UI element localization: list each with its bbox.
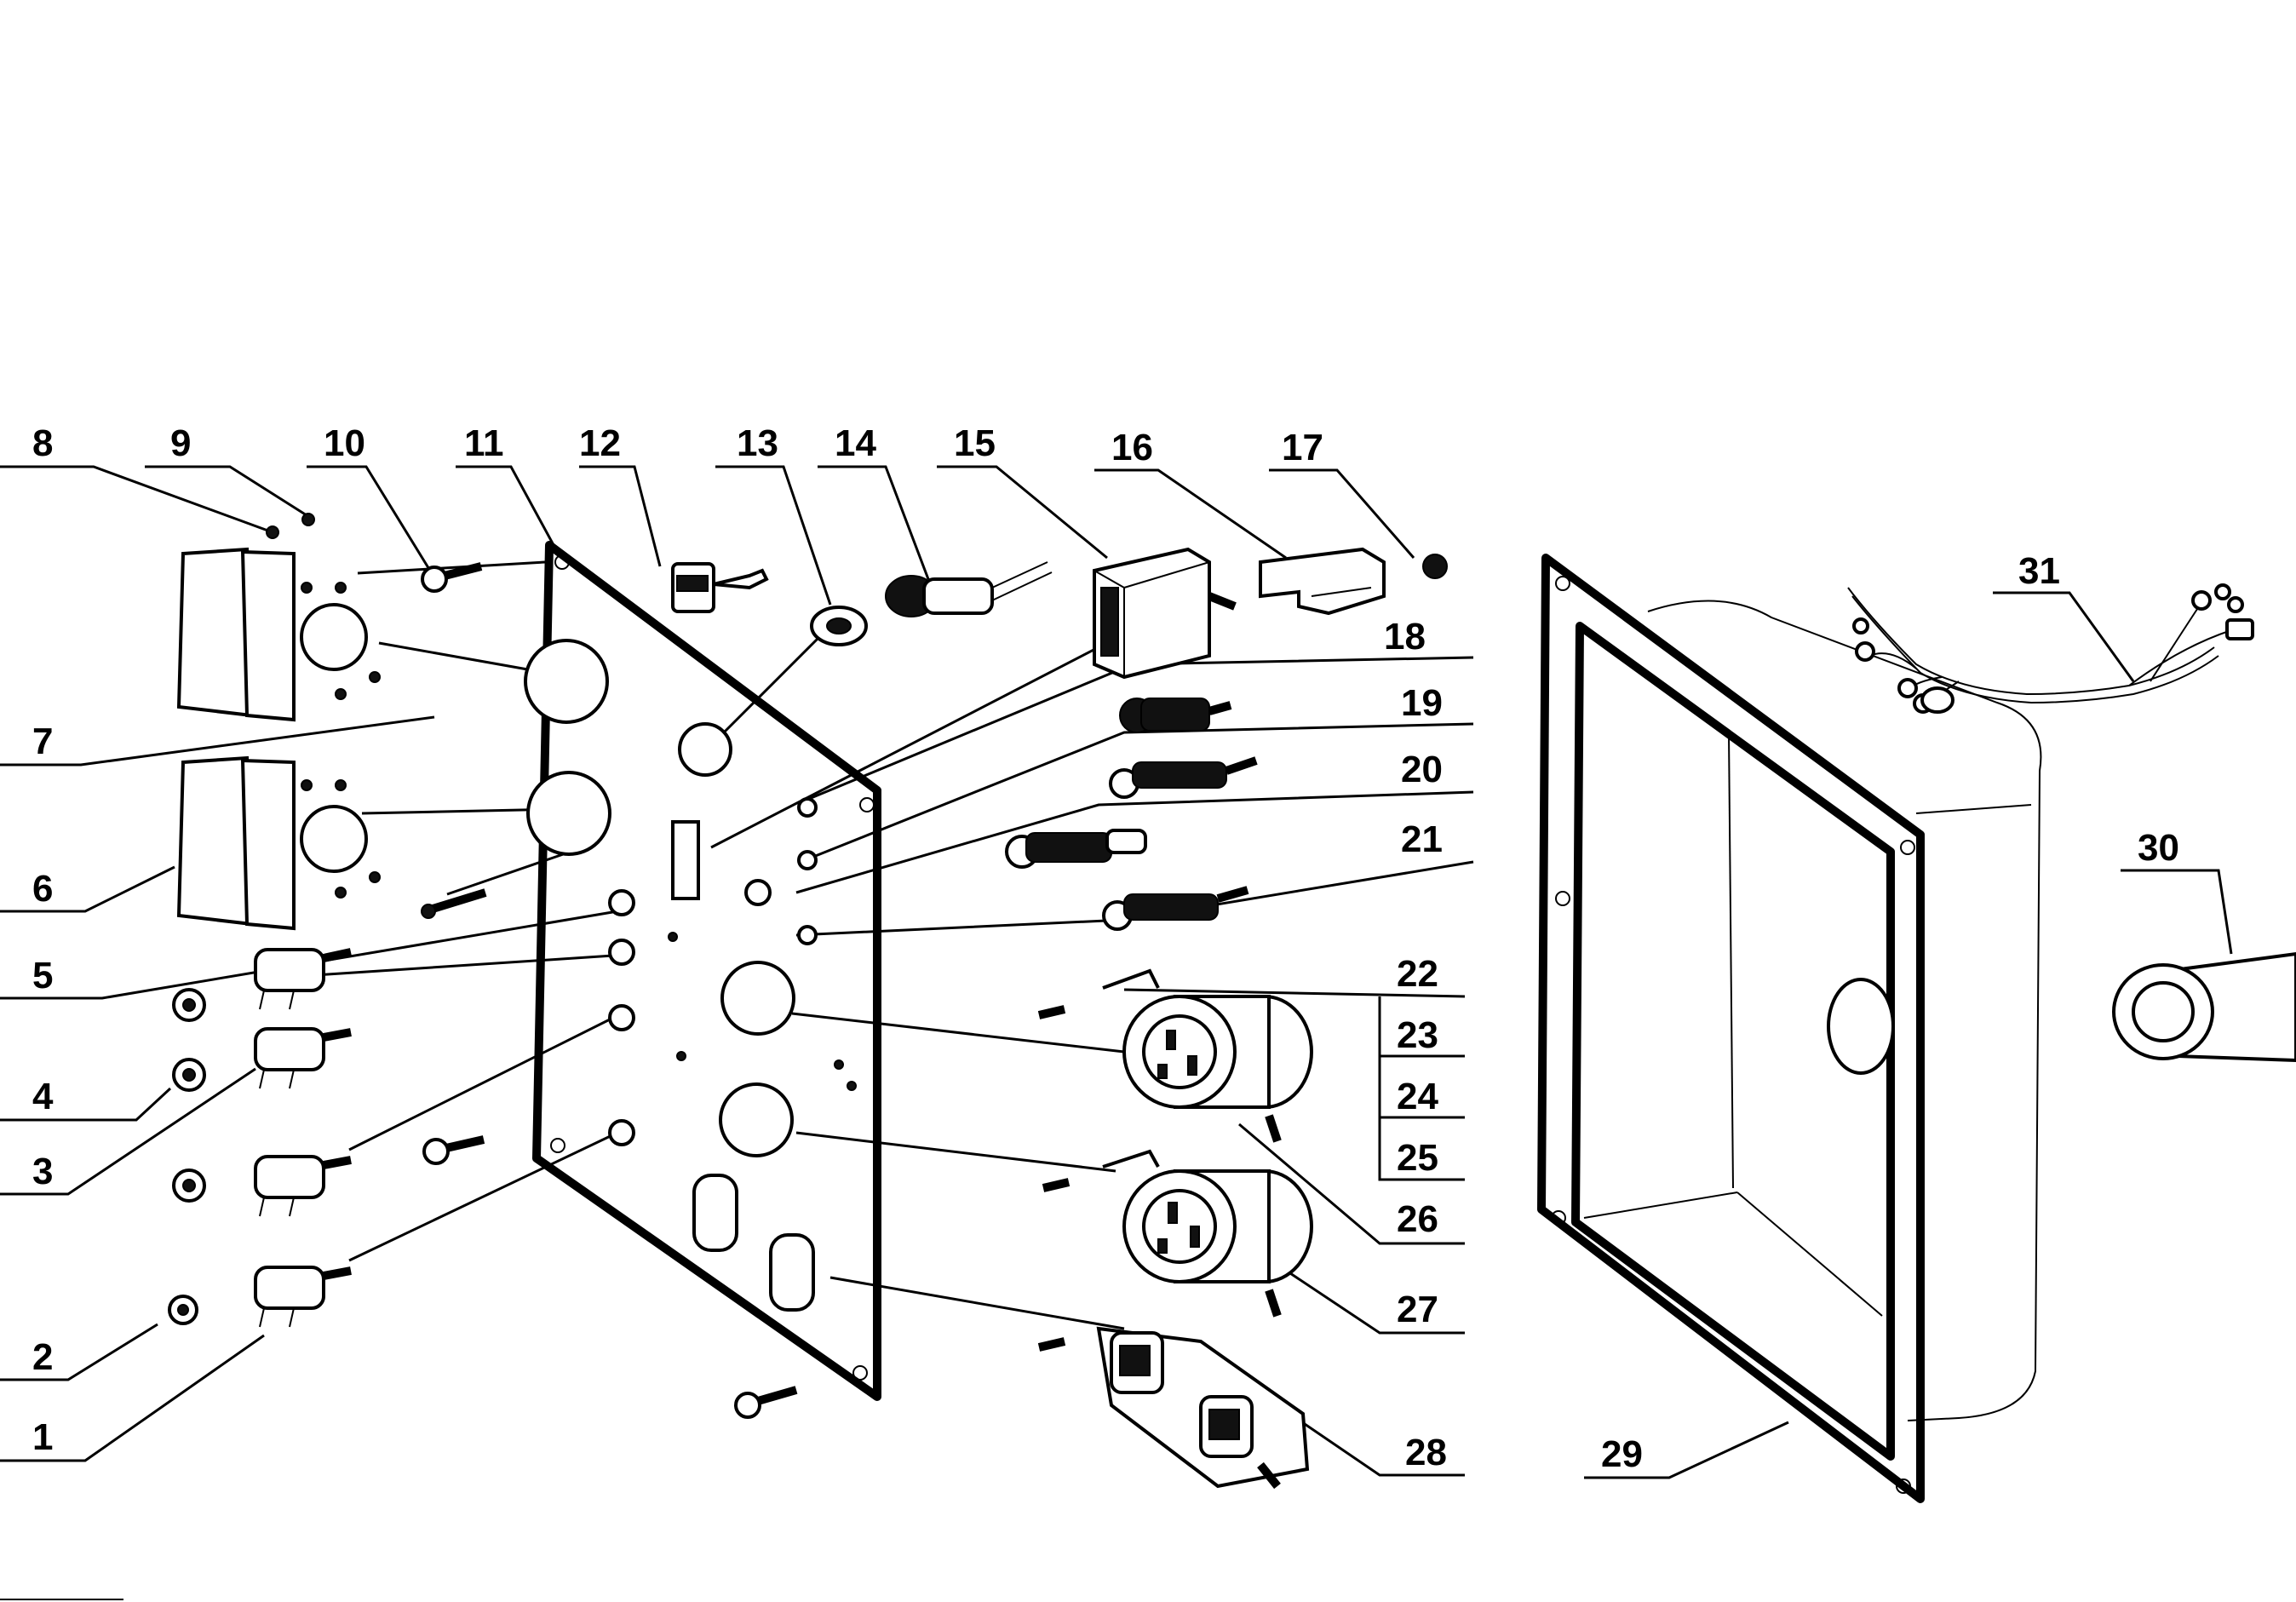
fuse-holder-19	[1109, 756, 1258, 799]
fuse-holder-18	[1119, 698, 1232, 733]
label-28: 28	[1405, 1432, 1447, 1473]
label-20: 20	[1401, 749, 1443, 790]
label-24: 24	[1397, 1076, 1438, 1117]
label-21: 21	[1401, 818, 1443, 860]
relay-box-15	[1093, 547, 1237, 680]
label-14: 14	[835, 422, 876, 464]
meter-upper	[176, 547, 381, 722]
callout-labels: 8 9 10 11 12 13 14 15 16 17 18 19 20 21 …	[32, 422, 2179, 1475]
duplex-receptacle-28	[1037, 1326, 1310, 1490]
breaker-middle	[254, 1155, 352, 1217]
breaker-1	[254, 1266, 352, 1328]
label-4: 4	[32, 1076, 54, 1117]
label-27: 27	[1397, 1289, 1438, 1330]
breaker-upper	[254, 948, 353, 1010]
label-1: 1	[32, 1416, 53, 1458]
grommet-13	[810, 606, 868, 646]
label-5: 5	[32, 955, 53, 996]
label-13: 13	[737, 422, 778, 464]
breaker-3	[254, 1027, 352, 1089]
key-switch-12	[671, 562, 769, 613]
label-8: 8	[32, 422, 53, 464]
screw-10	[421, 562, 483, 593]
indicator-lamp-5	[421, 888, 487, 919]
nut-group	[168, 988, 206, 1325]
label-7: 7	[32, 721, 53, 762]
label-15: 15	[954, 422, 996, 464]
connector-14	[885, 561, 1053, 617]
meter-screw-8	[266, 525, 279, 539]
meter-nut-9	[301, 513, 315, 526]
bushing-30	[2112, 951, 2296, 1063]
enclosure-tray-29	[1537, 554, 2042, 1503]
receptacle-upper	[1037, 968, 1313, 1143]
label-16: 16	[1111, 427, 1153, 468]
label-17: 17	[1282, 427, 1323, 468]
label-3: 3	[32, 1151, 53, 1192]
fuse-holder-20	[1005, 829, 1147, 869]
receptacle-lower	[1042, 1149, 1313, 1318]
label-26: 26	[1397, 1198, 1438, 1240]
bracket-16	[1259, 547, 1386, 616]
screw-lower-left	[422, 1135, 485, 1165]
label-18: 18	[1384, 616, 1426, 657]
label-22: 22	[1397, 953, 1438, 995]
knob-17	[1422, 554, 1448, 579]
label-9: 9	[170, 422, 191, 464]
breaker-group	[168, 888, 487, 1328]
label-12: 12	[579, 422, 621, 464]
label-30: 30	[2138, 827, 2179, 869]
label-10: 10	[324, 422, 365, 464]
label-11: 11	[464, 422, 504, 464]
label-29: 29	[1601, 1433, 1643, 1475]
label-31: 31	[2018, 550, 2060, 592]
wire-harness-31	[1847, 583, 2254, 714]
label-23: 23	[1397, 1014, 1438, 1056]
fuse-holder-21	[1102, 886, 1249, 931]
screw-bottom	[734, 1386, 798, 1419]
label-6: 6	[32, 868, 53, 910]
label-25: 25	[1397, 1137, 1438, 1179]
meter-lower	[176, 755, 381, 931]
label-19: 19	[1401, 682, 1443, 724]
label-2: 2	[32, 1336, 53, 1378]
control-panel-plate	[524, 541, 881, 1401]
